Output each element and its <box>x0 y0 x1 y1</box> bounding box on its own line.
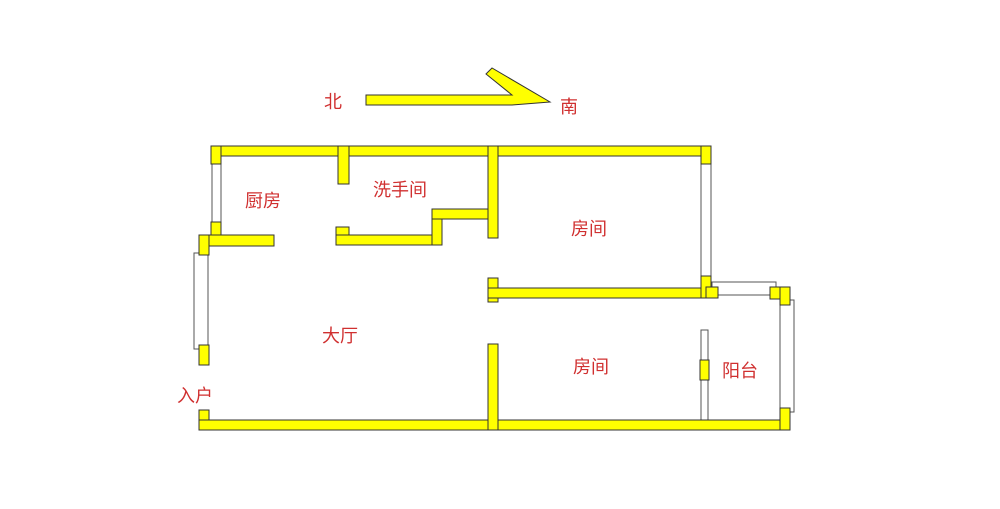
room-label-bedroom-bottom: 房间 <box>573 357 609 378</box>
north-south-arrow <box>365 67 552 106</box>
entrance-label: 入户 <box>177 386 213 407</box>
room-label-living: 大厅 <box>322 326 358 347</box>
bedroom-window <box>700 162 712 278</box>
room-label-bathroom: 洗手间 <box>373 180 427 201</box>
kitchen-window <box>211 162 222 224</box>
south-label: 南 <box>560 97 578 118</box>
north-label: 北 <box>324 92 342 113</box>
room-label-kitchen: 厨房 <box>245 191 281 212</box>
room-label-balcony: 阳台 <box>722 361 758 382</box>
balcony-top-window <box>711 281 777 296</box>
room-label-bedroom-top: 房间 <box>571 219 607 240</box>
living-window <box>193 252 209 350</box>
balcony-side-window <box>779 299 795 413</box>
walls <box>198 145 791 431</box>
